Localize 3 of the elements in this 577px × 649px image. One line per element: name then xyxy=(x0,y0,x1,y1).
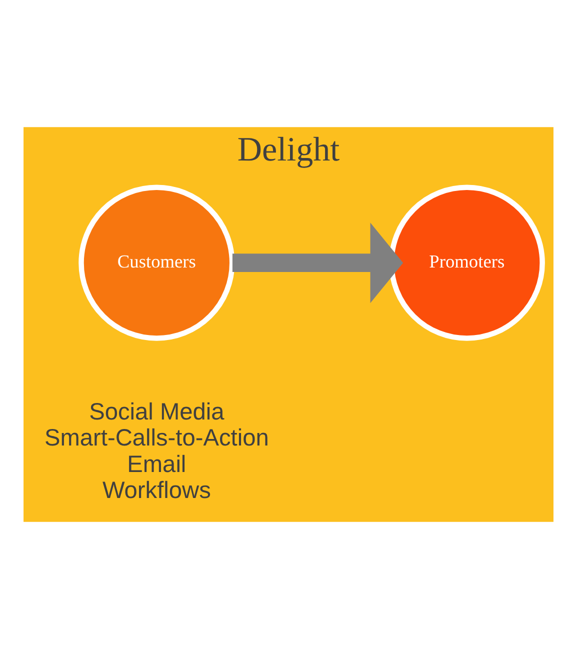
node-circle: Promoters xyxy=(388,184,545,341)
node-circle: Customers xyxy=(78,184,235,341)
arrow xyxy=(232,222,404,304)
